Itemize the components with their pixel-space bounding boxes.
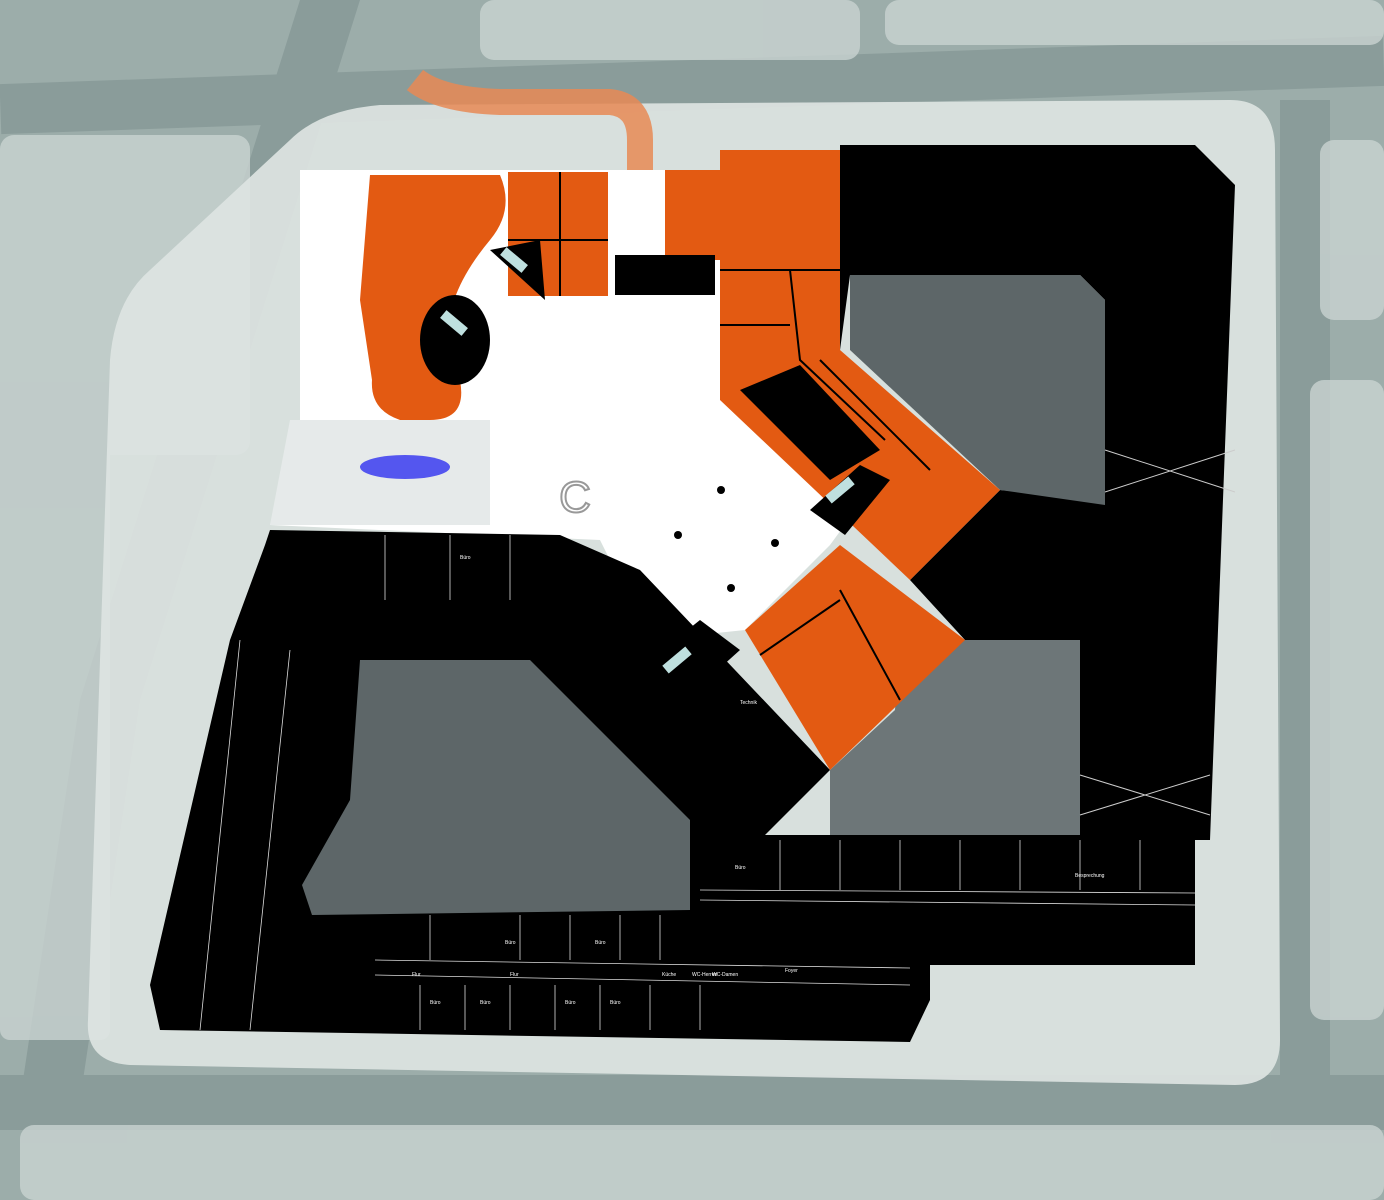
room-label: Büro — [735, 865, 746, 871]
room-label: Foyer — [785, 968, 798, 974]
existing-building-southwest — [150, 530, 1195, 1042]
room-label: WC-Herren — [692, 972, 718, 978]
room-label: Büro — [505, 940, 516, 946]
room-dividers — [199, 535, 1196, 1031]
core-details — [440, 247, 855, 674]
courtyard-southeast — [830, 640, 1080, 835]
water-feature — [360, 455, 450, 479]
room-label: Flur — [412, 972, 421, 978]
room-label: Flur — [510, 972, 519, 978]
existing-building-east — [840, 145, 1235, 840]
room-label: Technik — [740, 700, 757, 706]
room-label: Büro — [565, 1000, 576, 1006]
columns — [674, 486, 779, 592]
room-label: WC-Damen — [712, 972, 739, 978]
new-buildings — [360, 150, 1000, 770]
room-label: Besprechung — [1075, 873, 1105, 879]
plaza-logo: C — [559, 473, 591, 522]
courtyard-northeast — [850, 275, 1105, 505]
courtyard-southwest — [302, 660, 690, 915]
room-label: Büro — [610, 1000, 621, 1006]
walls — [508, 172, 931, 701]
room-label: Büro — [460, 555, 471, 561]
room-label: Büro — [430, 1000, 441, 1006]
room-label: Küche — [662, 972, 677, 978]
stair-cores — [420, 240, 890, 695]
room-label: Büro — [595, 940, 606, 946]
void-markers — [1079, 449, 1236, 816]
entrance-path — [406, 69, 653, 175]
room-label: Büro — [480, 1000, 491, 1006]
